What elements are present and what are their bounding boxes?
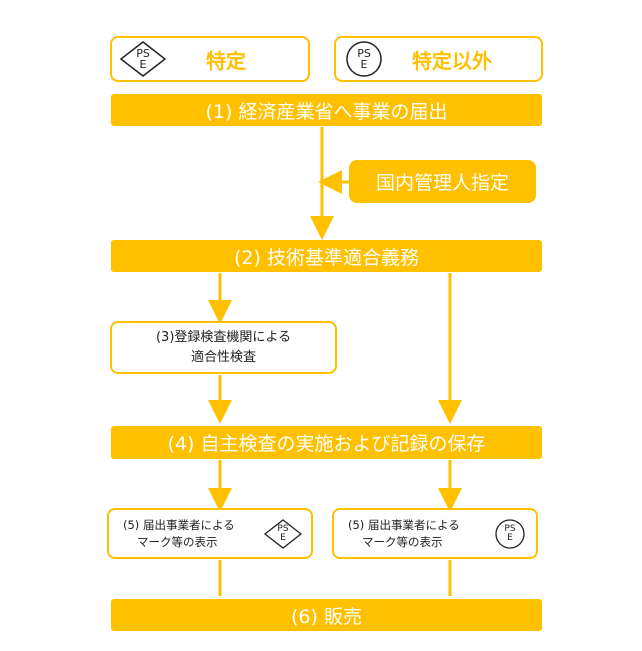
step-4-self-inspection: (4) 自主検査の実施および記録の保存 [111,426,542,459]
step-3-line2: 適合性検査 [190,349,256,365]
step-5-mark-specified: (5) 届出事業者による マーク等の表示 PSE [107,508,313,559]
pse-mark-text: PSE [277,524,289,543]
legend-non-specified-label: 特定以外 [412,48,492,73]
step-2-technical-standards: (2) 技術基準適合義務 [111,240,542,272]
step-5-line1: (5) 届出事業者による [348,517,460,532]
step-5-line2: マーク等の表示 [362,534,443,549]
pse-mark-text: PSE [504,524,516,543]
legend-non-specified: PSE 特定以外 [334,36,543,82]
pse-diamond-icon: PSE [263,518,303,550]
step-5-line1: (5) 届出事業者による [123,517,235,532]
pse-mark-text: PSE [136,47,150,71]
step-3-line1: (3)登録検査機関による [155,329,292,345]
step-5-line2: マーク等の表示 [137,534,218,549]
step-3-inspection: (3)登録検査機関による 適合性検査 [110,321,337,374]
pse-circle-icon: PSE [344,39,384,79]
step-5-mark-non-specified: (5) 届出事業者による マーク等の表示 PSE [332,508,538,559]
legend-specified: PSE 特定 [110,36,310,82]
pse-diamond-icon: PSE [118,39,168,79]
legend-specified-label: 特定 [206,48,246,73]
pse-circle-icon: PSE [494,518,526,550]
pse-mark-text: PSE [357,47,371,71]
step-6-sale: (6) 販売 [111,599,542,631]
step-1-notification: (1) 経済産業省へ事業の届出 [111,94,542,126]
domestic-agent-designation: 国内管理人指定 [349,160,536,203]
